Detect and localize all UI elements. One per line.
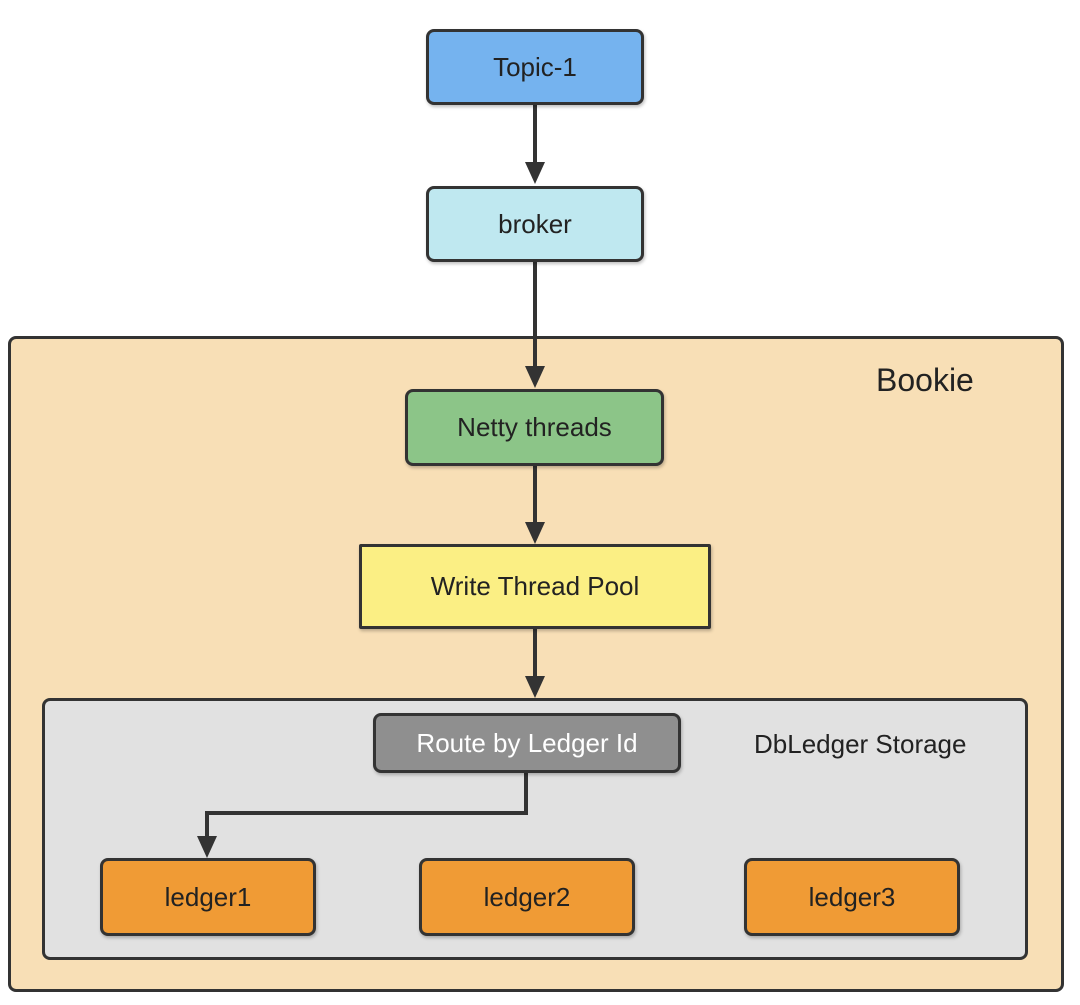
write-thread-pool-node: Write Thread Pool bbox=[359, 544, 711, 629]
bookie-label: Bookie bbox=[876, 362, 974, 398]
ledger3-node: ledger3 bbox=[744, 858, 960, 936]
route-by-ledger-id-node: Route by Ledger Id bbox=[373, 713, 681, 773]
broker-node: broker bbox=[426, 186, 644, 262]
dbledger-storage-label: DbLedger Storage bbox=[754, 729, 967, 759]
ledger2-node: ledger2 bbox=[419, 858, 635, 936]
ledger1-node: ledger1 bbox=[100, 858, 316, 936]
netty-threads-node: Netty threads bbox=[405, 389, 664, 466]
arrowhead-topic-to-broker bbox=[525, 162, 545, 184]
topic-node: Topic-1 bbox=[426, 29, 644, 105]
